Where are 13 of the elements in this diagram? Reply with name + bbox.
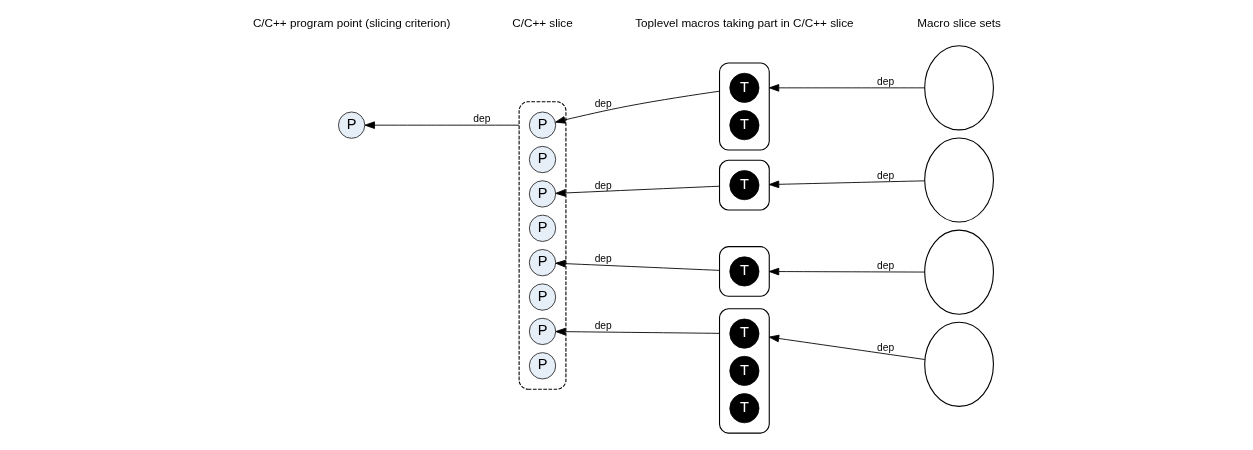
- edge-label: dep: [876, 341, 894, 353]
- edge-label: dep: [876, 259, 894, 271]
- edge-label: dep: [594, 253, 612, 265]
- edge-label: dep: [876, 170, 894, 182]
- edge-label: dep: [594, 98, 612, 110]
- edge-label: dep: [594, 179, 612, 191]
- label: C/C++ slice: [511, 16, 573, 29]
- label: Toplevel macros taking part in C/C++ slice: [634, 16, 854, 29]
- edge-label: dep: [594, 319, 612, 331]
- edge-label: dep: [472, 113, 490, 125]
- label: C/C++ program point (slicing criterion): [252, 16, 450, 29]
- edge-label: dep: [876, 76, 894, 88]
- label: Macro slice sets: [916, 16, 1001, 29]
